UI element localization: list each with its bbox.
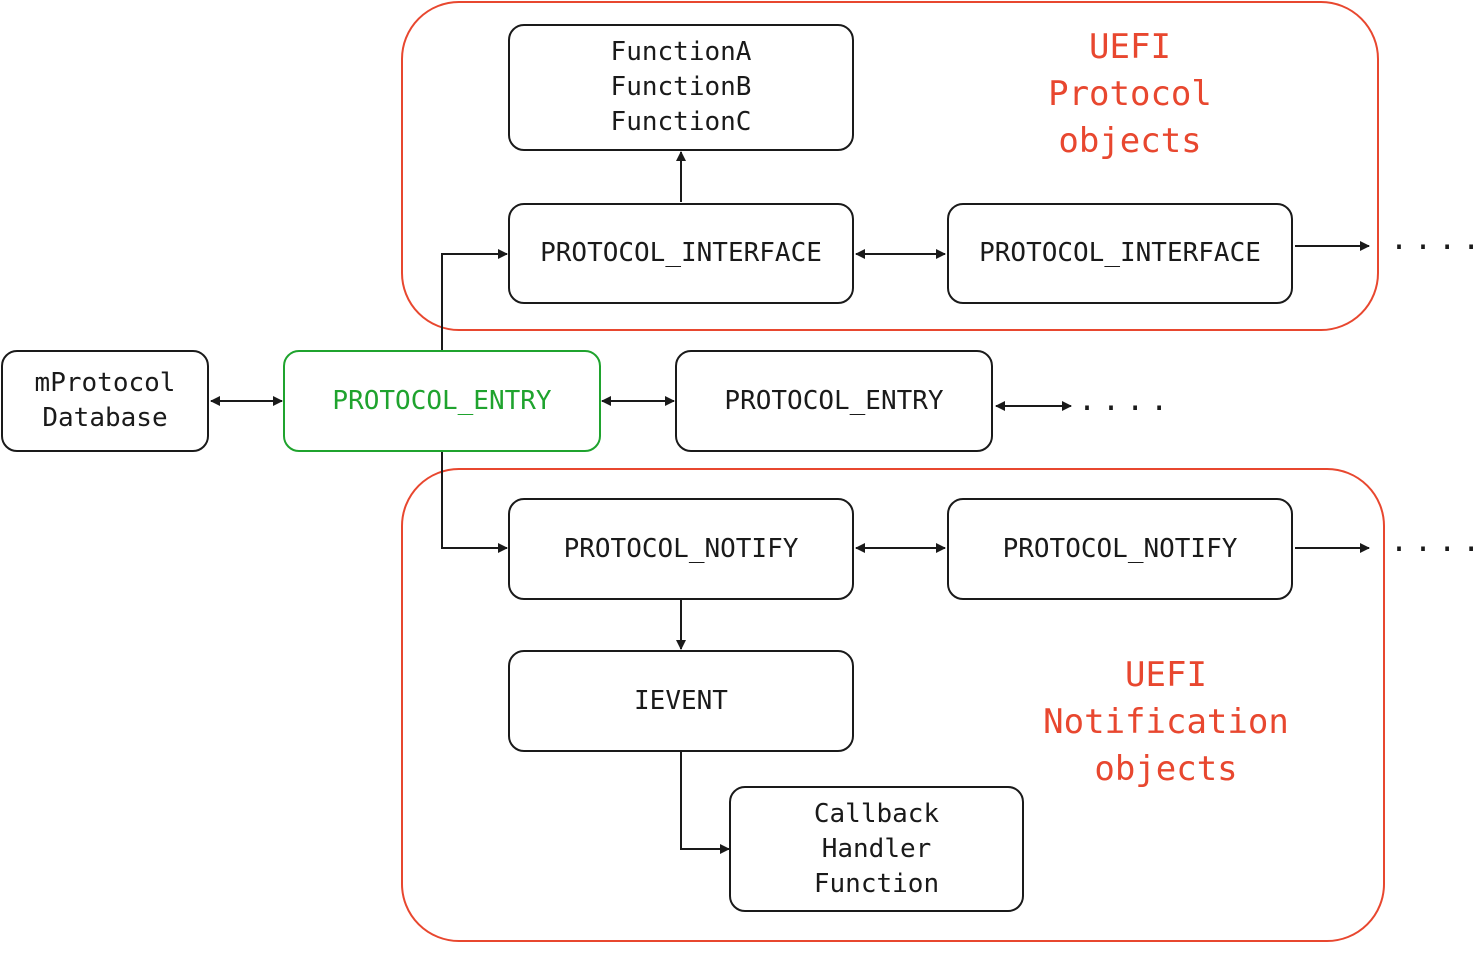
uefi-protocol-objects-group: [401, 1, 1379, 331]
interface-continuation-dots: ....: [1390, 222, 1478, 257]
protocol-interface-node-1: PROTOCOL_INTERFACE: [508, 203, 854, 304]
protocol-notify-node-1: PROTOCOL_NOTIFY: [508, 498, 854, 600]
entry-continuation-dots: ....: [1078, 383, 1175, 418]
protocol-interface-node-2: PROTOCOL_INTERFACE: [947, 203, 1293, 304]
notification-group-label: UEFI Notification objects: [1043, 655, 1289, 789]
entry-interface-link: [441, 249, 508, 350]
notify-continuation-dots: ....: [1390, 524, 1478, 559]
uefi-notification-objects-group: [401, 468, 1385, 942]
functions-node: FunctionA FunctionB FunctionC: [508, 24, 854, 151]
protocol-notify-node-2: PROTOCOL_NOTIFY: [947, 498, 1293, 600]
callback-handler-node: Callback Handler Function: [729, 786, 1024, 912]
protocol-group-label: UEFI Protocol objects: [1048, 27, 1212, 161]
ievent-node: IEVENT: [508, 650, 854, 752]
protocol-entry-node-1: PROTOCOL_ENTRY: [283, 350, 601, 452]
protocol-entry-node-2: PROTOCOL_ENTRY: [675, 350, 993, 452]
ievent-callback-link: [680, 752, 730, 854]
entry-notify-link: [441, 452, 508, 553]
mprotocol-database-node: mProtocol Database: [1, 350, 209, 452]
